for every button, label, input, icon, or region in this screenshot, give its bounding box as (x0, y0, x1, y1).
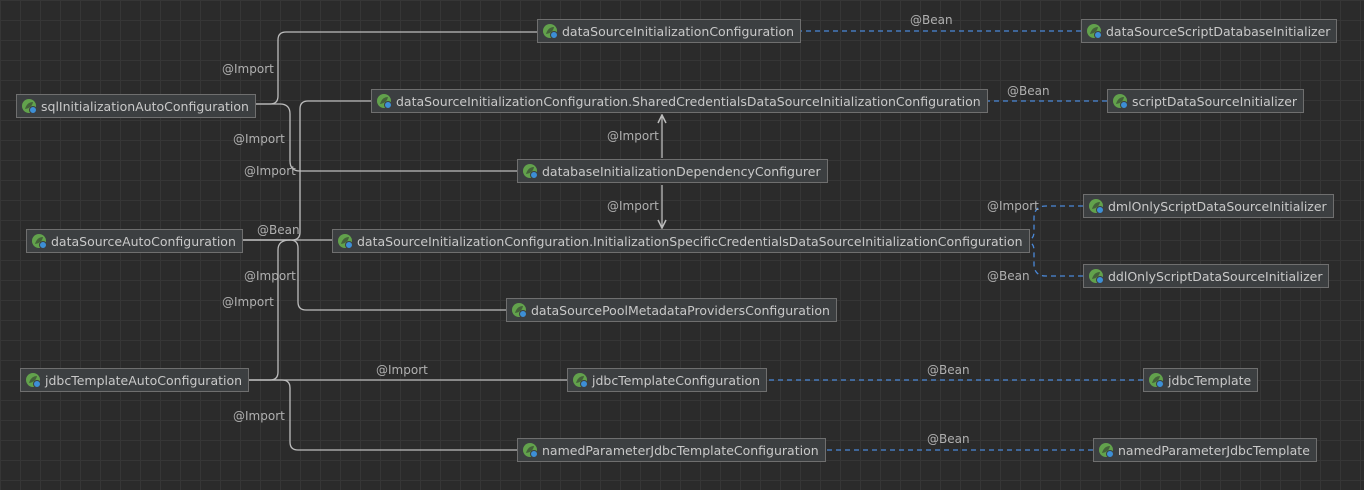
node-label: jdbcTemplate (1168, 372, 1252, 388)
node-label: databaseInitializationDependencyConfigur… (542, 163, 821, 179)
import-edge-dbdep-to-sql (245, 104, 517, 172)
edge-label-import: @Import (607, 129, 659, 143)
node-datasource-script-database-initializer[interactable]: dataSourceScriptDatabaseInitializer (1081, 19, 1338, 43)
node-jdbc-template-configuration[interactable]: jdbcTemplateConfiguration (567, 368, 768, 392)
node-named-parameter-jdbc-template[interactable]: namedParameterJdbcTemplate (1093, 438, 1317, 462)
spring-bean-icon (338, 234, 353, 249)
spring-bean-icon (1099, 443, 1114, 458)
spring-bean-icon (1087, 24, 1102, 39)
node-label: dataSourceInitializationConfiguration.In… (357, 233, 1023, 249)
node-ddl-only-script-datasource-initializer[interactable]: ddlOnlyScriptDataSourceInitializer (1083, 264, 1330, 288)
spring-bean-icon (543, 24, 558, 39)
node-label: jdbcTemplateConfiguration (592, 372, 761, 388)
node-label: dataSourceAutoConfiguration (51, 233, 236, 249)
import-edge-pool-to-dsauto (234, 240, 506, 311)
edge-label-import: @Import (222, 295, 274, 309)
node-sql-initialization-auto-configuration[interactable]: sqlInitializationAutoConfiguration (16, 94, 256, 118)
edge-label-import: @Import (233, 132, 285, 146)
node-label: namedParameterJdbcTemplateConfiguration (542, 442, 819, 458)
node-jdbc-template[interactable]: jdbcTemplate (1143, 368, 1259, 392)
import-edge-namedconfig-to-jdbcauto (240, 380, 517, 451)
spring-bean-icon (32, 234, 47, 249)
spring-bean-icon (1089, 199, 1104, 214)
node-label: ddlOnlyScriptDataSourceInitializer (1108, 268, 1323, 284)
spring-bean-icon (1089, 269, 1104, 284)
node-label: dataSourcePoolMetadataProvidersConfigura… (531, 302, 830, 318)
spring-bean-icon (377, 94, 392, 109)
spring-bean-icon (22, 99, 37, 114)
spring-bean-icon (573, 373, 588, 388)
edge-label-import: @Import (244, 269, 296, 283)
edge-label-bean: @Bean (987, 269, 1030, 283)
node-jdbc-template-auto-configuration[interactable]: jdbcTemplateAutoConfiguration (20, 368, 250, 392)
edge-label-import: @Import (607, 199, 659, 213)
spring-bean-icon (1113, 94, 1128, 109)
node-script-datasource-initializer[interactable]: scriptDataSourceInitializer (1107, 89, 1305, 113)
edge-label-import: @Import (376, 363, 428, 377)
node-datasource-auto-configuration[interactable]: dataSourceAutoConfiguration (26, 229, 243, 253)
edge-label-import: @Import (233, 409, 285, 423)
edge-label-bean: @Bean (910, 13, 953, 27)
edge-label-bean: @Import (987, 199, 1039, 213)
node-database-initialization-dependency-configurer[interactable]: databaseInitializationDependencyConfigur… (517, 159, 828, 183)
node-label: dmlOnlyScriptDataSourceInitializer (1108, 198, 1327, 214)
node-label: namedParameterJdbcTemplate (1118, 442, 1310, 458)
edge-label-bean: @Bean (1007, 84, 1050, 98)
spring-bean-icon (523, 164, 538, 179)
spring-bean-icon (512, 303, 527, 318)
node-label: dataSourceInitializationConfiguration.Sh… (396, 93, 981, 109)
node-datasource-initialization-configuration[interactable]: dataSourceInitializationConfiguration (537, 19, 802, 43)
spring-bean-icon (1149, 373, 1164, 388)
spring-bean-icon (26, 373, 41, 388)
edge-label-import: @Import (244, 164, 296, 178)
node-label: jdbcTemplateAutoConfiguration (45, 372, 243, 388)
node-label: dataSourceInitializationConfiguration (562, 23, 795, 39)
node-named-parameter-jdbc-template-configuration[interactable]: namedParameterJdbcTemplateConfiguration (517, 438, 826, 462)
edge-label-bean: @Bean (927, 432, 970, 446)
edge-label-bean: @Bean (927, 363, 970, 377)
node-shared-credentials-configuration[interactable]: dataSourceInitializationConfiguration.Sh… (371, 89, 988, 113)
node-label: scriptDataSourceInitializer (1132, 93, 1298, 109)
node-label: dataSourceScriptDatabaseInitializer (1106, 23, 1331, 39)
edge-label-import: @Bean (257, 223, 300, 237)
spring-bean-icon (523, 443, 538, 458)
edge-label-import: @Import (222, 62, 274, 76)
node-initialization-specific-credentials-configuration[interactable]: dataSourceInitializationConfiguration.In… (332, 229, 1030, 253)
node-label: sqlInitializationAutoConfiguration (41, 98, 249, 114)
node-datasource-pool-metadata-providers-configuration[interactable]: dataSourcePoolMetadataProvidersConfigura… (506, 298, 837, 322)
import-edge-dsauto-to-jdbcauto (240, 239, 291, 380)
node-dml-only-script-datasource-initializer[interactable]: dmlOnlyScriptDataSourceInitializer (1083, 194, 1334, 218)
